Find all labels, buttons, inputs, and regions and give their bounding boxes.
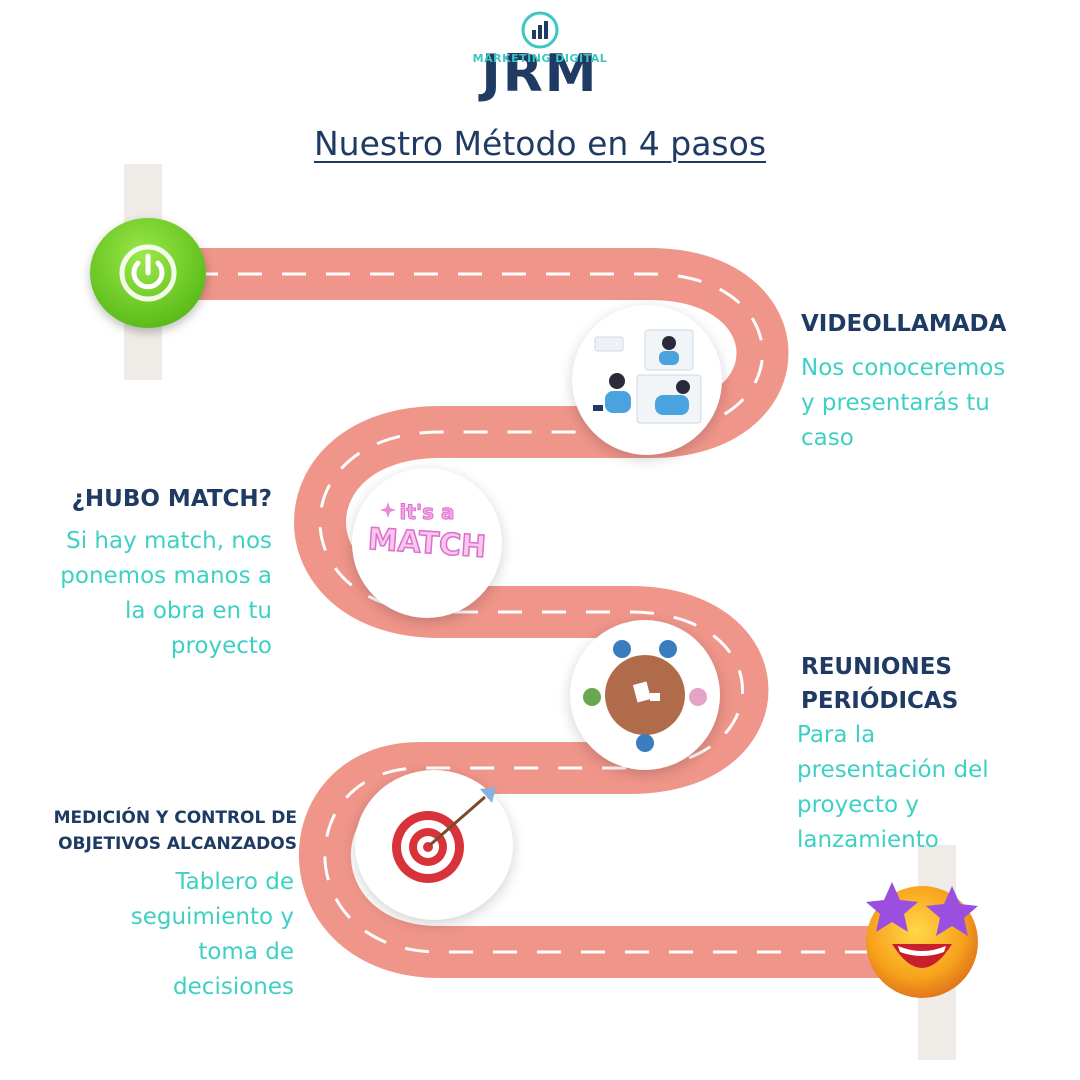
logo-subtitle: MARKETING DIGITAL xyxy=(472,52,608,65)
step3-desc-line: lanzamiento xyxy=(797,827,939,853)
match-badge-line2: MATCH xyxy=(366,521,488,566)
sparkle-icon xyxy=(380,502,396,518)
page-title: Nuestro Método en 4 pasos xyxy=(313,124,767,163)
step1-desc-line: Nos conoceremos xyxy=(801,355,1006,381)
meeting-table-icon xyxy=(583,640,707,752)
step4-desc: Tablero de seguimiento y toma de decisio… xyxy=(131,865,294,1005)
step4-title: MEDICIÓN Y CONTROL DE OBJETIVOS ALCANZAD… xyxy=(54,805,297,857)
step1-desc: Nos conoceremos y presentarás tu caso xyxy=(801,351,1005,456)
step4-title-line: MEDICIÓN Y CONTROL DE xyxy=(53,808,297,828)
step3-title-line: REUNIONES xyxy=(801,654,952,680)
videocall-illustration-icon xyxy=(593,329,702,424)
step3-desc: Para la presentación del proyecto y lanz… xyxy=(797,718,989,858)
target-circle xyxy=(355,770,513,920)
step2-desc-line: ponemos manos a xyxy=(60,563,272,589)
step2-desc: Si hay match, nos ponemos manos a la obr… xyxy=(60,524,272,664)
step2-title: ¿HUBO MATCH? xyxy=(71,486,272,512)
step1-desc-line: y presentarás tu xyxy=(801,390,990,416)
star-eyes-emoji-icon xyxy=(860,872,990,1002)
videocall-circle xyxy=(572,305,722,455)
step3-desc-line: presentación del xyxy=(797,757,989,783)
step3-desc-line: proyecto y xyxy=(797,792,920,818)
power-icon xyxy=(119,244,177,302)
step4-desc-line: toma de xyxy=(198,939,294,965)
logo-text: JRM xyxy=(481,44,599,104)
step2-desc-line: la obra en tu xyxy=(125,598,272,624)
match-badge-line1: it's a xyxy=(399,500,455,525)
step4-desc-line: Tablero de xyxy=(175,869,294,895)
step2-desc-line: proyecto xyxy=(170,633,272,659)
match-circle: it's a MATCH xyxy=(352,468,502,618)
step4-desc-line: seguimiento y xyxy=(130,904,294,930)
meeting-circle xyxy=(570,620,720,770)
power-button xyxy=(90,218,206,328)
step1-desc-line: caso xyxy=(801,425,854,451)
step3-desc-line: Para la xyxy=(797,722,876,748)
step4-title-line: OBJETIVOS ALCANZADOS xyxy=(58,834,297,854)
logo xyxy=(470,8,610,108)
step1-title: VIDEOLLAMADA xyxy=(801,311,1007,337)
step3-title-line: PERIÓDICAS xyxy=(801,688,959,714)
step3-title: REUNIONES PERIÓDICAS xyxy=(801,650,958,718)
step4-desc-line: decisiones xyxy=(173,974,294,1000)
step2-desc-line: Si hay match, nos xyxy=(66,528,272,554)
chart-logo-icon xyxy=(521,11,559,49)
target-icon xyxy=(392,787,496,883)
